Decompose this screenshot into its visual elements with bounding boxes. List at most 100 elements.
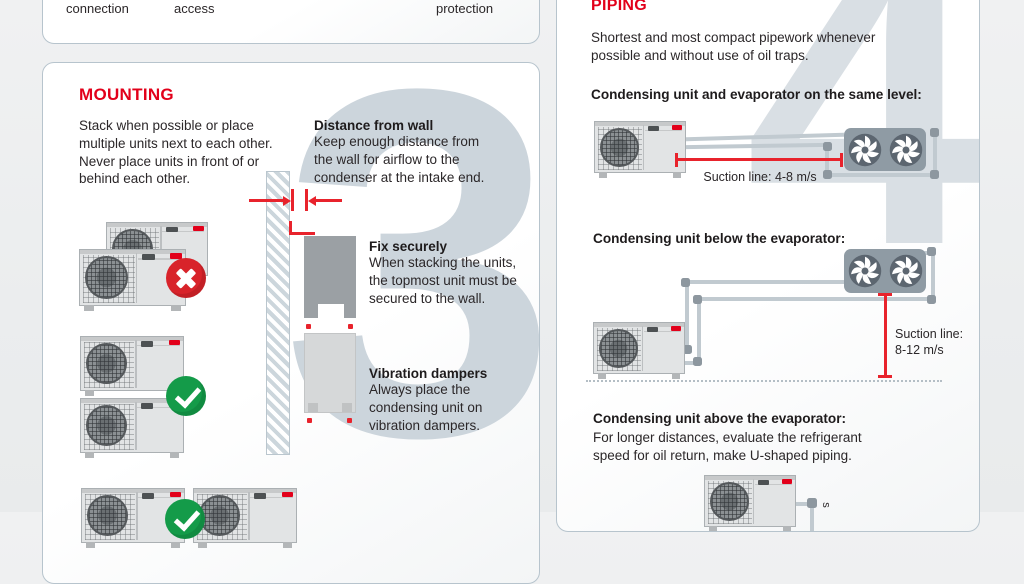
- evaporator-illustration: [844, 249, 926, 293]
- fan-icon: [848, 254, 881, 288]
- fan-icon: [848, 133, 881, 166]
- fan-icon: [889, 254, 922, 288]
- pipe-horizontal: [796, 502, 810, 506]
- suction-label-same-level: Suction line: 4-8 m/s: [703, 170, 817, 184]
- top-unit-notch: [318, 304, 344, 318]
- unit-foot: [85, 452, 95, 458]
- pipe-horizontal: [688, 280, 844, 284]
- unit-top-strip: [81, 399, 183, 403]
- unit-vent: [141, 254, 155, 260]
- vibration-damper-dot: [347, 418, 352, 423]
- unit-vent: [648, 126, 659, 131]
- pipe-vertical: [931, 253, 935, 299]
- pipe-vertical: [825, 149, 829, 175]
- danfoss-logo: [170, 252, 182, 259]
- unit-foot: [170, 542, 180, 548]
- piping-title: PIPING: [591, 0, 648, 14]
- unit-foot: [282, 542, 292, 548]
- pipe-vertical: [933, 132, 937, 174]
- mounting-panel: 3 MOUNTING Stack when possible or place …: [42, 62, 540, 584]
- condensing-unit-illustration: [593, 322, 685, 379]
- pipe-elbow: [681, 278, 690, 287]
- unit-foot: [85, 390, 95, 396]
- unit-top-strip: [194, 489, 296, 493]
- case-same-level-heading: Condensing unit and evaporator on the sa…: [591, 87, 922, 102]
- pipe-horizontal: [677, 361, 697, 365]
- unit-divider: [248, 492, 250, 540]
- unit-top-strip: [107, 223, 207, 227]
- bottom-unit-side-view: [304, 333, 356, 413]
- unit-foot: [86, 542, 96, 548]
- pipe-vertical: [810, 507, 814, 531]
- distance-arrow-left: [249, 199, 287, 202]
- pipe-elbow: [823, 142, 832, 151]
- danfoss-logo: [193, 225, 204, 232]
- top-label-connection: connection: [66, 1, 129, 16]
- unit-top-strip: [81, 337, 183, 341]
- vibration-damper-dot: [306, 324, 311, 329]
- unit-divider: [135, 340, 137, 388]
- note-body: Always place the condensing unit on vibr…: [369, 382, 483, 433]
- unit-line: [754, 483, 793, 485]
- unit-vent: [166, 227, 178, 233]
- measure-tick: [840, 153, 843, 167]
- distance-arrow-right: [316, 199, 342, 202]
- piping-panel: 4 PIPING Shortest and most compact pipew…: [556, 0, 980, 532]
- unit-top-strip: [594, 323, 684, 327]
- unit-foot: [308, 403, 318, 412]
- check-badge-icon: [166, 376, 206, 416]
- danfoss-logo: [168, 339, 180, 346]
- unit-divider: [135, 402, 137, 450]
- fix-bracket-horizontal: [289, 232, 315, 235]
- suction-label-below: Suction line: 8-12 m/s: [895, 326, 963, 359]
- unit-foot: [198, 542, 208, 548]
- unit-vent: [142, 493, 155, 499]
- case-above-heading: Condensing unit above the evaporator:: [593, 411, 847, 426]
- note-distance-from-wall: Distance from wall Keep enough distance …: [314, 118, 492, 186]
- unit-top-strip: [82, 489, 184, 493]
- condensing-unit-illustration: [594, 121, 686, 178]
- condensing-unit-illustration: [79, 249, 186, 311]
- unit-line: [643, 330, 682, 332]
- unit-line: [162, 230, 204, 233]
- unit-line: [137, 258, 182, 260]
- pipe-elbow: [807, 498, 817, 508]
- danfoss-logo: [281, 491, 293, 498]
- condensing-unit-illustration: [193, 488, 297, 548]
- measure-tick: [878, 293, 892, 296]
- fan-grille-icon: [599, 127, 639, 167]
- unit-top-strip: [595, 122, 685, 126]
- unit-line: [137, 406, 180, 409]
- unit-divider: [752, 479, 755, 524]
- top-label-access: access: [174, 1, 215, 16]
- unit-line: [644, 129, 683, 131]
- unit-top-strip: [80, 250, 185, 254]
- vibration-damper-dot: [307, 418, 312, 423]
- unit-vent: [758, 480, 769, 485]
- pipe-horizontal: [701, 297, 931, 301]
- pipe-horizontal: [829, 173, 935, 177]
- check-badge-icon: [165, 499, 205, 539]
- unit-line: [250, 496, 293, 499]
- distance-tick: [305, 189, 308, 211]
- top-label-protection: protection: [436, 1, 494, 16]
- piping-intro: Shortest and most compact pipework whene…: [591, 30, 876, 63]
- unit-foot: [598, 172, 607, 178]
- pipe-elbow: [693, 295, 702, 304]
- condensing-unit-illustration: [704, 475, 796, 531]
- note-title: Vibration dampers: [369, 366, 488, 381]
- measure-tick: [878, 375, 892, 378]
- unit-vent: [647, 327, 658, 332]
- unit-foot: [672, 373, 681, 379]
- unit-divider: [136, 492, 138, 540]
- unit-divider: [135, 253, 138, 303]
- pipe-elbow: [823, 170, 832, 179]
- condensing-unit-illustration: [80, 336, 184, 396]
- vibration-damper-dot: [348, 324, 353, 329]
- top-panel: connection access protection: [42, 0, 540, 44]
- danfoss-logo: [672, 124, 683, 130]
- unit-vent: [141, 341, 154, 347]
- condensing-unit-illustration: [80, 398, 184, 458]
- arrow-head-left-icon: [308, 195, 316, 206]
- note-title: Fix securely: [369, 239, 448, 254]
